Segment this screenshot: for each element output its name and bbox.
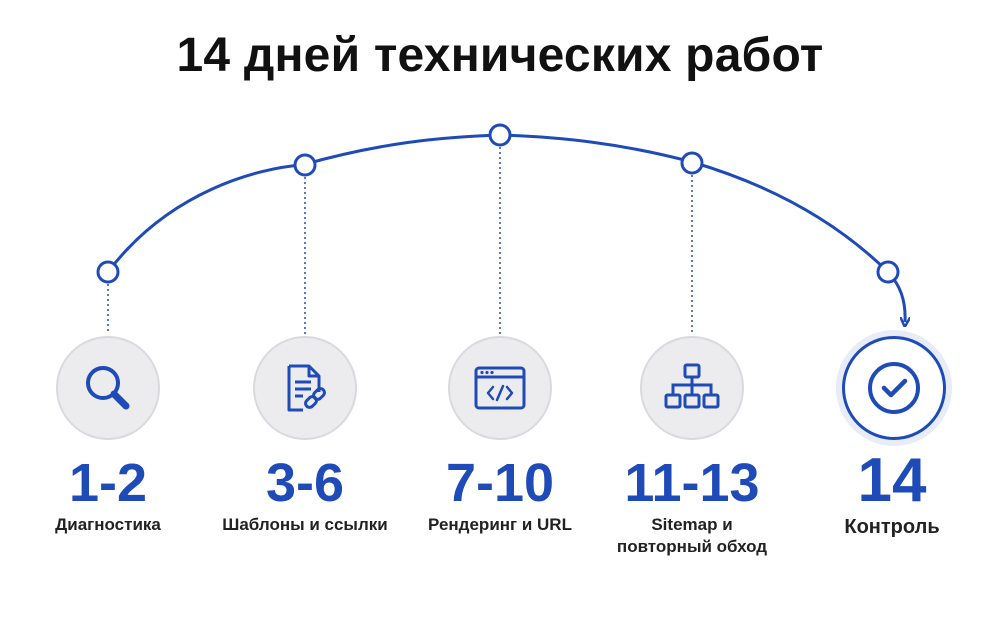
timeline-node — [876, 260, 900, 284]
step-days: 14 — [857, 446, 927, 515]
step-days: 11-13 — [624, 453, 760, 513]
step-days: 3-6 — [265, 453, 345, 513]
step-circle-diagnostics — [56, 336, 160, 440]
step-label: Шаблоны и ссылки — [222, 515, 388, 534]
step-label: Sitemap и повторный обход — [582, 514, 802, 558]
step-days: 1-2 — [68, 453, 148, 513]
timeline-node — [293, 153, 317, 177]
step-circle-control — [842, 336, 946, 440]
magnifier-icon — [86, 366, 130, 410]
step-label: Рендеринг и URL — [428, 515, 572, 534]
step-label-line: повторный обход — [616, 537, 768, 557]
step-label: Контроль — [844, 516, 940, 538]
step-circle-rendering — [448, 336, 552, 440]
page-title: 14 дней технических работ — [176, 29, 824, 82]
step-days: 7-10 — [445, 453, 555, 513]
timeline-node — [488, 123, 512, 147]
step-label: Диагностика — [55, 515, 161, 534]
step-label-line: Sitemap и — [651, 515, 733, 534]
step-circle-sitemap — [640, 336, 744, 440]
document-link-icon — [287, 364, 326, 412]
step-circle-templates — [253, 336, 357, 440]
timeline-node — [680, 151, 704, 175]
code-window-icon — [474, 366, 526, 410]
timeline-node — [96, 260, 120, 284]
timeline-arc — [106, 133, 890, 274]
sitemap-hierarchy-icon — [664, 363, 720, 409]
check-circle-icon — [868, 362, 920, 414]
